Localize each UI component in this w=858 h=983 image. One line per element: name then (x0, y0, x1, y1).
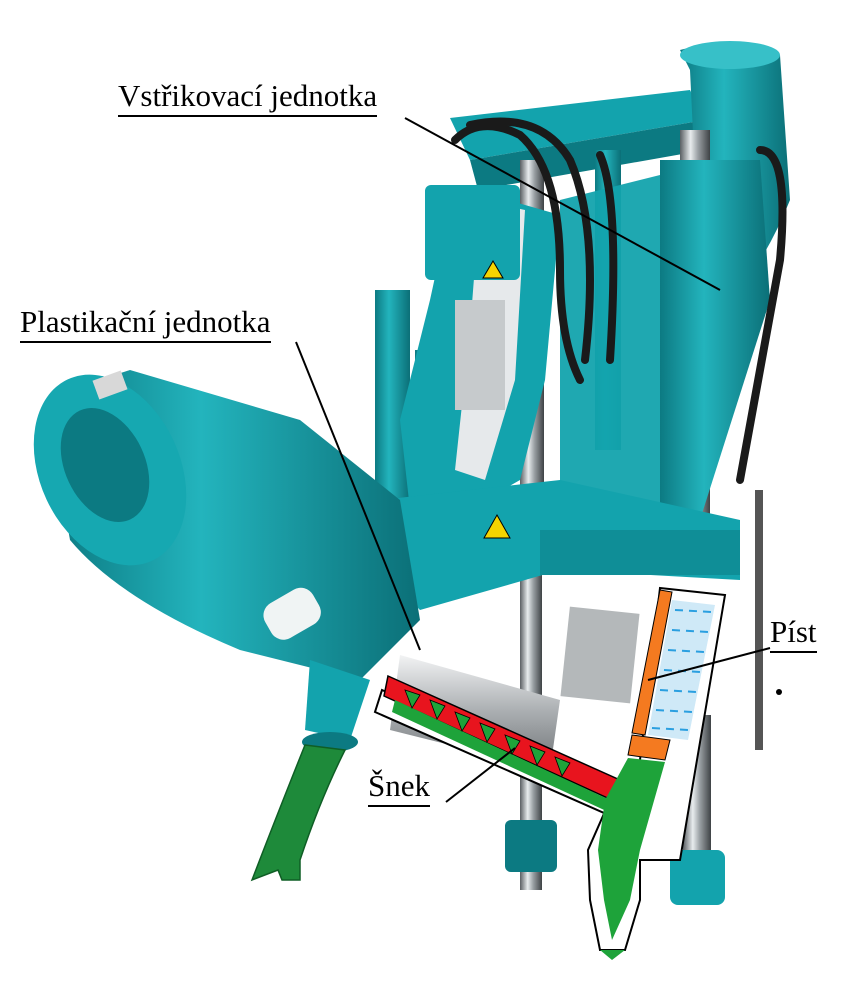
main-frame (380, 160, 770, 610)
plasticizing-motor (33, 370, 420, 752)
leader-lines (295, 117, 771, 803)
label-injection-unit: Vstřikovací jednotka (118, 80, 378, 117)
label-plasticizing-unit: Plastikační jednotka (20, 306, 271, 343)
dot-marker (776, 689, 782, 695)
hydraulic-hoses (451, 117, 787, 484)
melt-stream (250, 744, 347, 882)
threaded-rod (755, 490, 763, 750)
label-screw: Šnek (368, 770, 430, 807)
label-piston: Píst (770, 616, 817, 653)
injection-chamber-section (586, 586, 727, 960)
